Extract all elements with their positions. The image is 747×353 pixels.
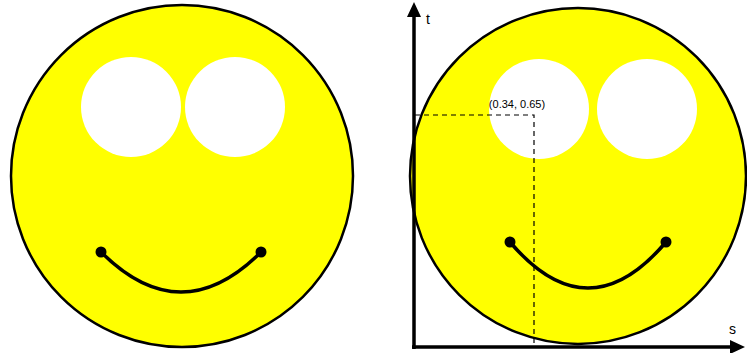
face-circle bbox=[410, 8, 746, 344]
eye bbox=[489, 59, 589, 159]
eye bbox=[185, 57, 285, 157]
smile-dot bbox=[505, 237, 516, 248]
axis-arrowhead bbox=[730, 340, 745, 353]
smile-dot bbox=[256, 247, 267, 258]
s-axis bbox=[412, 345, 733, 349]
axis-label: t bbox=[426, 12, 430, 27]
smile bbox=[101, 252, 261, 292]
smile-dot bbox=[96, 247, 107, 258]
point-coordinate: (0.34, 0.65) bbox=[489, 98, 545, 110]
t-axis bbox=[412, 14, 416, 349]
eye bbox=[81, 57, 181, 157]
face-circle bbox=[11, 5, 353, 347]
smile-dot bbox=[661, 237, 672, 248]
axis-arrowhead bbox=[407, 2, 421, 17]
eye bbox=[597, 59, 697, 159]
dashed-guide bbox=[415, 115, 534, 347]
axis-label: s bbox=[729, 322, 736, 337]
